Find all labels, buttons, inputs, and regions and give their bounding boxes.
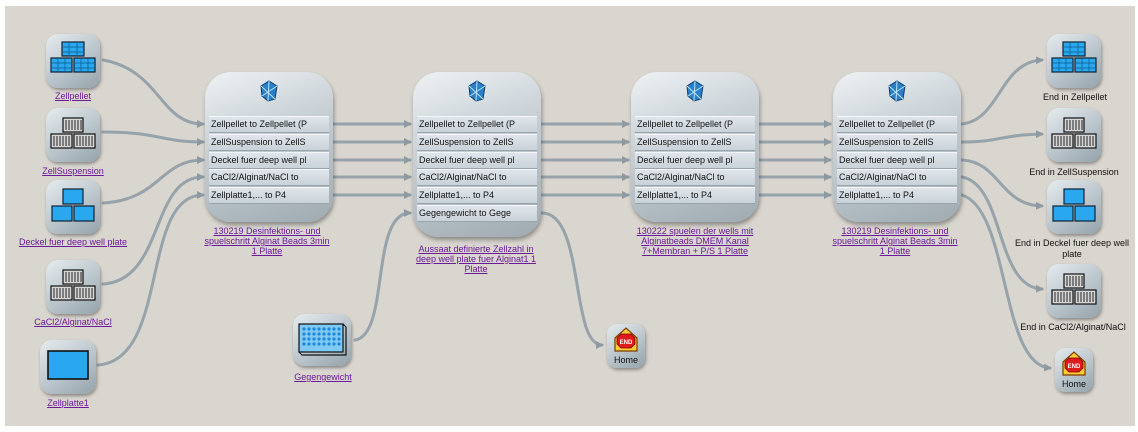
input-zellpellet-tile[interactable] [46,34,100,88]
output-deckel-tile[interactable] [1047,180,1101,234]
node-4-port-1[interactable]: Zellpellet to Zellpellet (P [837,116,957,133]
wire-deckel [101,156,205,205]
blue-block-pyramid-icon [1052,188,1096,222]
output-zellpellet-label: End in Zellpellet [1042,92,1108,102]
wire-gegengewicht [353,209,412,342]
blue-plate-icon [47,350,89,380]
wire-cacl2 [101,173,205,286]
wire-zellsuspension [101,130,205,146]
node-4-port-5[interactable]: Zellplatte1,... to P4 [837,187,957,204]
blue-block-pyramid-icon [51,188,95,222]
stacked-blue-plates-icon [50,41,96,73]
input-zellplatte-label[interactable]: Zellplatte1 [47,398,89,408]
well-plate-icon [298,323,347,356]
output-zellsuspension-tile[interactable] [1047,108,1101,162]
stacked-gray-racks-icon [1051,117,1097,149]
input-gegengewicht-tile[interactable] [293,314,351,366]
node-1-port-1[interactable]: Zellpellet to Zellpellet (P [209,116,329,133]
wire-zellpellet [101,58,205,128]
wire-out-cacl2 [960,175,1044,293]
process-node-2[interactable]: Zellpellet to Zellpellet (P ZellSuspensi… [413,72,541,237]
node-3-port-5[interactable]: Zellplatte1,... to P4 [635,187,755,204]
svg-text:END: END [620,340,633,346]
input-deckel-label[interactable]: Deckel fuer deep well plate [18,237,128,247]
node-4-port-4[interactable]: CaCl2/Alginat/NaCl to [837,169,957,186]
input-zellpellet-label[interactable]: Zellpellet [54,91,92,101]
node-2-port-2[interactable]: ZellSuspension to ZellS [417,134,537,151]
node-3-port-3[interactable]: Deckel fuer deep well pl [635,152,755,169]
home-mid-label: Home [613,355,638,365]
home-mid-tile[interactable]: END Home [607,324,645,368]
process-node-3[interactable]: Zellpellet to Zellpellet (P ZellSuspensi… [631,72,759,222]
home-right-label: Home [1061,379,1086,389]
blue-crystal-process-icon [468,80,486,102]
blue-crystal-process-icon [686,80,704,102]
process-node-1-title[interactable]: 130219 Desinfektions- und spuelschritt A… [204,226,330,256]
blue-crystal-process-icon [888,80,906,102]
node-4-port-2[interactable]: ZellSuspension to ZellS [837,134,957,151]
process-node-4-title[interactable]: 130219 Desinfektions- und spuelschritt A… [832,226,958,256]
end-house-icon: END [1062,351,1086,376]
svg-text:END: END [1068,364,1081,370]
output-zellsuspension-label: End in ZellSuspension [1029,167,1119,177]
node-1-port-4[interactable]: CaCl2/Alginat/NaCl to [209,169,329,186]
node-1-port-3[interactable]: Deckel fuer deep well pl [209,152,329,169]
process-node-3-title[interactable]: 130222 spuelen der wells mit Alginatbead… [636,226,754,256]
wire-out-home [960,193,1052,372]
input-zellsuspension-tile[interactable] [46,108,100,162]
stacked-gray-racks-icon [1051,273,1097,305]
output-zellpellet-tile[interactable] [1047,34,1101,88]
input-zellplatte-tile[interactable] [40,340,96,394]
input-cacl2-tile[interactable] [46,260,100,314]
wire-out-zellsuspension [960,130,1044,144]
process-node-2-title[interactable]: Aussaat definierte Zellzahl in deep well… [415,244,537,274]
process-node-4[interactable]: Zellpellet to Zellpellet (P ZellSuspensi… [833,72,961,222]
stacked-gray-racks-icon [50,117,96,149]
output-deckel-label: End in Deckel fuer deep well plate [1014,238,1130,259]
input-zellsuspension-label[interactable]: ZellSuspension [42,166,104,176]
node-4-port-3[interactable]: Deckel fuer deep well pl [837,152,957,169]
wire-zellplatte [96,191,205,367]
stacked-gray-racks-icon [50,269,96,301]
output-cacl2-label: End in CaCl2/Alginat/NaCl [1020,322,1126,332]
output-cacl2-tile[interactable] [1047,264,1101,318]
node-2-port-4[interactable]: CaCl2/Alginat/NaCl to [417,169,537,186]
wire-out-deckel [960,158,1044,210]
node-2-port-5[interactable]: Zellplatte1,... to P4 [417,187,537,204]
home-right-tile[interactable]: END Home [1055,348,1093,392]
wire-out-zellpellet [960,56,1044,126]
input-cacl2-label[interactable]: CaCl2/Alginat/NaCl [34,317,112,327]
input-deckel-tile[interactable] [46,180,100,234]
stacked-blue-plates-icon [1051,41,1097,73]
node-3-port-1[interactable]: Zellpellet to Zellpellet (P [635,116,755,133]
node-2-port-3[interactable]: Deckel fuer deep well pl [417,152,537,169]
node-2-port-6[interactable]: Gegengewicht to Gege [417,205,537,222]
process-node-1[interactable]: Zellpellet to Zellpellet (P ZellSuspensi… [205,72,333,222]
node-3-port-4[interactable]: CaCl2/Alginat/NaCl to [635,169,755,186]
input-gegengewicht-label[interactable]: Gegengewicht [294,372,352,382]
node-3-port-2[interactable]: ZellSuspension to ZellS [635,134,755,151]
blue-crystal-process-icon [260,80,278,102]
node-1-port-2[interactable]: ZellSuspension to ZellS [209,134,329,151]
end-house-icon: END [614,327,638,352]
node-2-port-1[interactable]: Zellpellet to Zellpellet (P [417,116,537,133]
wire-n2-home [540,211,604,349]
node-1-port-5[interactable]: Zellplatte1,... to P4 [209,187,329,204]
